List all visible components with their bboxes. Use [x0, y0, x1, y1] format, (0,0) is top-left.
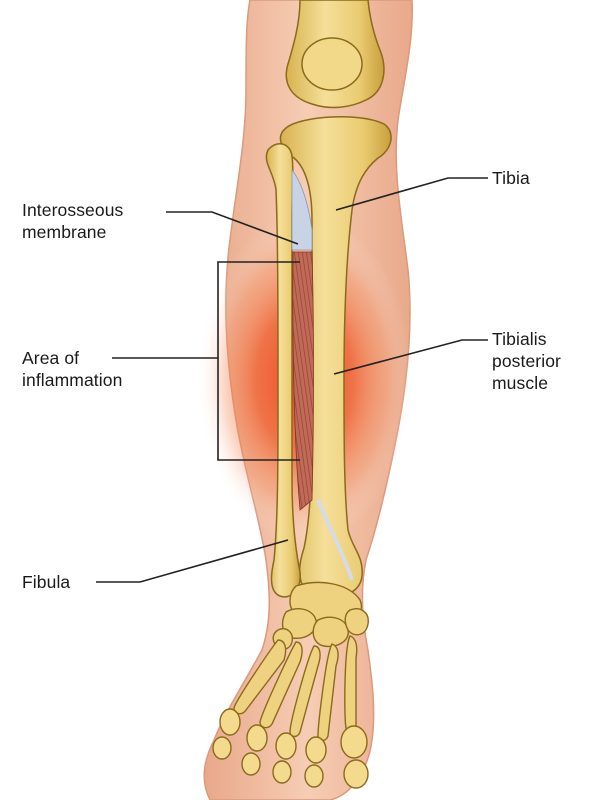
- patella: [302, 38, 362, 90]
- label-fibula: Fibula: [22, 571, 70, 593]
- label-area-of-inflammation: Area of inflammation: [22, 347, 122, 391]
- label-tibia: Tibia: [492, 167, 530, 189]
- label-tibialis-posterior-muscle: Tibialis posterior muscle: [492, 328, 561, 394]
- label-interosseous-membrane: Interosseous membrane: [22, 199, 123, 243]
